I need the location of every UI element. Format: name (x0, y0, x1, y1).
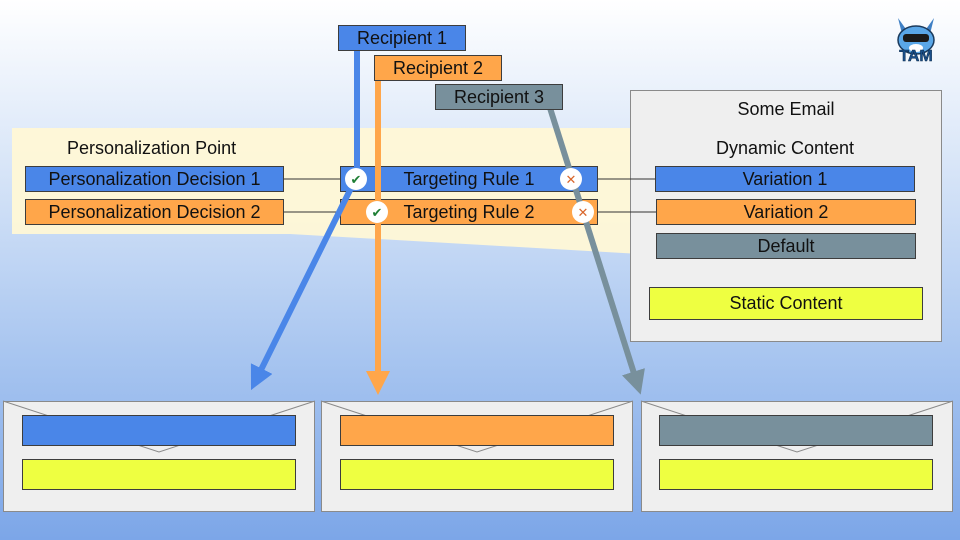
envelope-1-static-block (22, 459, 296, 490)
envelope-3-static-block (659, 459, 933, 490)
recipient-1-path (250, 50, 360, 391)
variation-1-box: Variation 1 (655, 166, 915, 192)
envelope-1-dynamic-block (22, 415, 296, 446)
cross-icon: ✕ (572, 201, 594, 223)
envelope-2-static-block (340, 459, 614, 490)
envelope-2-dynamic-block (340, 415, 614, 446)
mascot-icon (897, 18, 935, 55)
email-title: Some Email (737, 99, 835, 119)
personalization-point-heading: Personalization Point (67, 138, 237, 158)
decision-1-box: Personalization Decision 1 (25, 166, 284, 192)
dynamic-content-heading: Dynamic Content (715, 138, 855, 158)
variation-2-box: Variation 2 (656, 199, 916, 225)
static-content-box: Static Content (649, 287, 923, 320)
check-icon: ✔ (345, 168, 367, 190)
check-icon: ✔ (366, 201, 388, 223)
logo-text: TAM (899, 48, 933, 66)
decision-2-box: Personalization Decision 2 (25, 199, 284, 225)
recipient-1-label: Recipient 1 (338, 25, 466, 51)
tam-logo: TAM (888, 14, 944, 72)
recipient-3-label: Recipient 3 (435, 84, 563, 110)
recipient-2-label: Recipient 2 (374, 55, 502, 81)
targeting-rule-1-box: Targeting Rule 1 (340, 166, 598, 192)
default-variation-box: Default (656, 233, 916, 259)
envelope-3-dynamic-block (659, 415, 933, 446)
cross-icon: ✕ (560, 168, 582, 190)
recipient-3-path (547, 107, 645, 395)
